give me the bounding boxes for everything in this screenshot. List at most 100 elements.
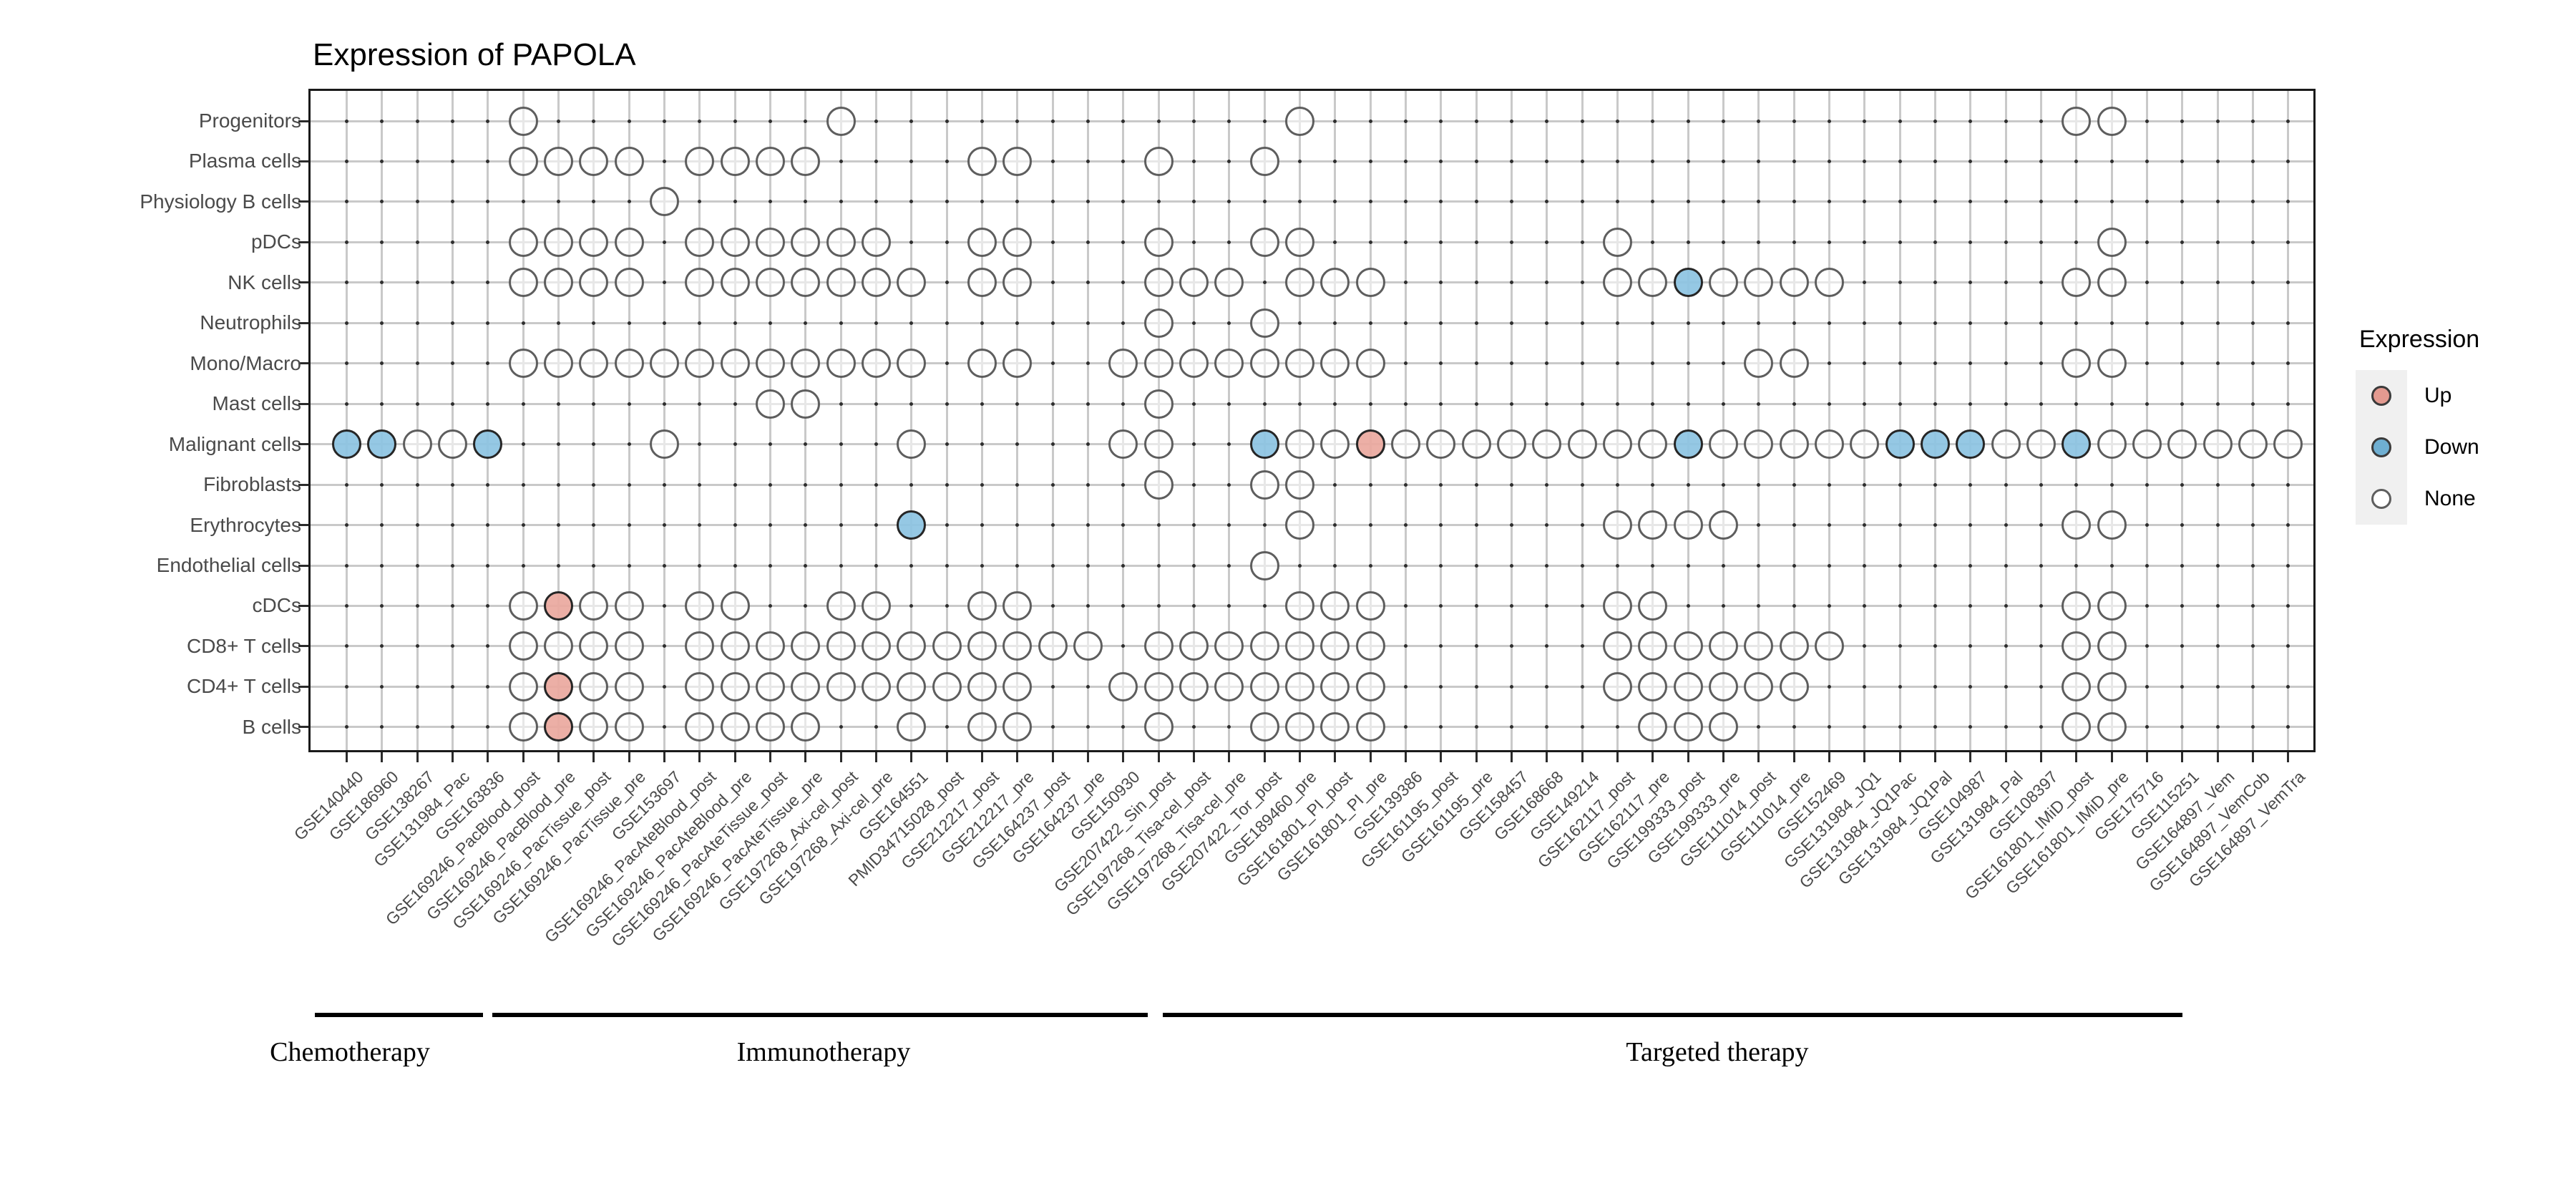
grid-intersection-dot [945, 119, 949, 123]
expression-dot-down [367, 429, 397, 460]
grid-intersection-dot [769, 563, 772, 568]
grid-intersection-dot [1121, 603, 1126, 608]
grid-intersection-dot [1085, 563, 1090, 568]
grid-intersection-dot [1933, 684, 1937, 689]
x-tick [945, 752, 948, 762]
grid-intersection-dot [769, 119, 772, 123]
grid-intersection-dot [1297, 563, 1302, 568]
grid-intersection-dot [1968, 321, 1973, 325]
grid-intersection-dot [415, 321, 419, 325]
gridline [1546, 91, 1548, 750]
grid-intersection-dot [415, 200, 419, 204]
grid-intersection-dot [769, 321, 772, 325]
grid-intersection-dot [804, 321, 808, 325]
gridline [487, 91, 489, 750]
expression-dot-none [508, 106, 538, 136]
grid-intersection-dot [1827, 482, 1831, 487]
grid-intersection-dot [1509, 281, 1513, 285]
grid-intersection-dot [1792, 321, 1796, 325]
grid-intersection-dot [1015, 200, 1020, 204]
grid-intersection-dot [2180, 603, 2185, 608]
grid-intersection-dot [2250, 402, 2255, 406]
expression-dot-none [897, 631, 927, 661]
x-tick [1687, 752, 1689, 762]
expression-dot-none [1284, 106, 1314, 136]
x-tick [1086, 752, 1089, 762]
grid-intersection-dot [1227, 159, 1231, 163]
grid-intersection-dot [521, 563, 525, 568]
y-axis-label: Mast cells [212, 392, 301, 415]
grid-intersection-dot [1933, 563, 1937, 568]
gridline [1440, 91, 1443, 750]
gridline [1898, 91, 1901, 750]
legend-down-icon [2371, 437, 2391, 457]
grid-intersection-dot [1085, 321, 1090, 325]
x-tick [910, 752, 913, 762]
expression-dot-none [1214, 631, 1244, 661]
expression-dot-none [685, 268, 715, 298]
grid-intersection-dot [1403, 361, 1407, 366]
grid-intersection-dot [1686, 361, 1690, 366]
gridline [1263, 91, 1266, 750]
grid-intersection-dot [1615, 321, 1619, 325]
grid-intersection-dot [1191, 200, 1196, 204]
expression-dot-none [720, 146, 750, 176]
grid-intersection-dot [1297, 159, 1302, 163]
gridline [1687, 91, 1689, 750]
y-axis-label: Progenitors [198, 110, 301, 132]
x-tick [663, 752, 665, 762]
x-tick [346, 752, 348, 762]
expression-dot-none [1108, 349, 1138, 379]
x-tick [1898, 752, 1901, 762]
expression-dot-none [614, 631, 644, 661]
expression-dot-none [2097, 631, 2127, 661]
expression-dot-none [2202, 429, 2233, 460]
x-tick [980, 752, 983, 762]
x-tick [2181, 752, 2184, 762]
gridline [311, 160, 2313, 162]
expression-dot-none [1638, 671, 1668, 701]
expression-dot-none [1002, 671, 1033, 701]
x-tick [1051, 752, 1054, 762]
grid-intersection-dot [2039, 361, 2043, 366]
grid-intersection-dot [980, 442, 984, 447]
expression-dot-none [544, 146, 573, 176]
grid-intersection-dot [2180, 644, 2185, 648]
grid-intersection-dot [2286, 361, 2290, 366]
expression-dot-none [1708, 268, 1738, 298]
grid-intersection-dot [663, 240, 666, 244]
grid-intersection-dot [2109, 321, 2114, 325]
expression-dot-none [1708, 671, 1738, 701]
grid-intersection-dot [1191, 725, 1196, 729]
expression-dot-none [2273, 429, 2303, 460]
expression-dot-none [1567, 429, 1597, 460]
expression-dot-none [826, 631, 856, 661]
expression-dot-none [791, 146, 821, 176]
grid-intersection-dot [733, 119, 737, 123]
expression-dot-none [1320, 590, 1350, 621]
grid-intersection-dot [2145, 523, 2149, 527]
grid-intersection-dot [909, 563, 914, 568]
expression-dot-none [1249, 146, 1279, 176]
grid-intersection-dot [2039, 402, 2043, 406]
grid-intersection-dot [486, 240, 490, 244]
grid-intersection-dot [1439, 563, 1443, 568]
expression-dot-none [579, 712, 609, 742]
grid-intersection-dot [2215, 644, 2220, 648]
grid-intersection-dot [1085, 361, 1090, 366]
grid-intersection-dot [451, 361, 454, 366]
grid-intersection-dot [1863, 200, 1867, 204]
expression-dot-none [650, 187, 679, 217]
grid-intersection-dot [2180, 240, 2185, 244]
expression-dot-down [2062, 429, 2092, 460]
grid-intersection-dot [2180, 321, 2185, 325]
expression-dot-none [756, 671, 785, 701]
expression-dot-none [1779, 671, 1809, 701]
grid-intersection-dot [839, 159, 843, 163]
grid-intersection-dot [415, 482, 419, 487]
y-axis-label: Plasma cells [188, 150, 301, 172]
grid-intersection-dot [1933, 200, 1937, 204]
grid-intersection-dot [1757, 725, 1761, 729]
expression-dot-none [1320, 349, 1350, 379]
grid-intersection-dot [486, 725, 490, 729]
